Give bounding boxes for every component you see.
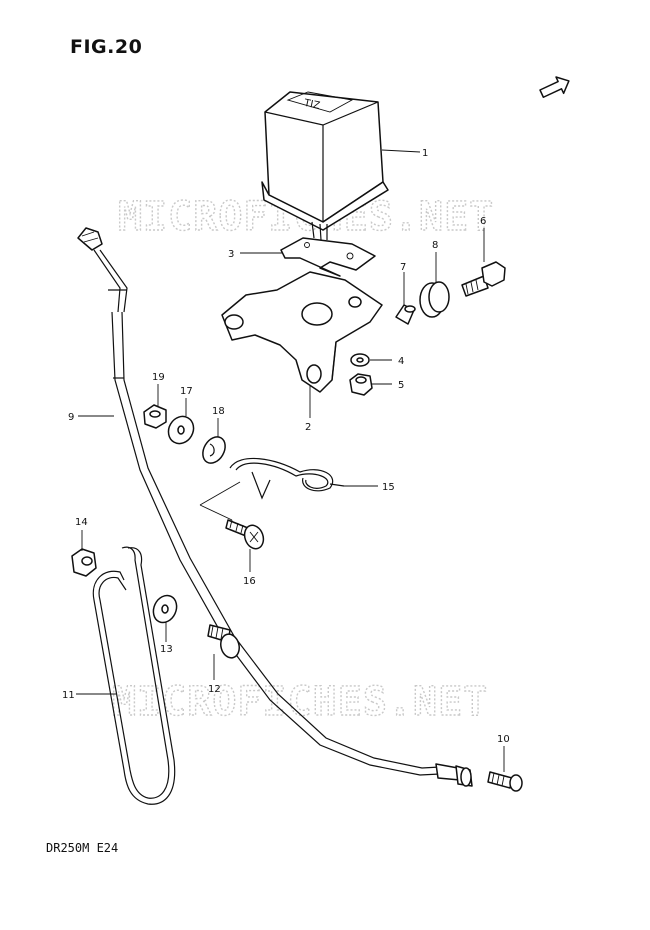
- watermark-bottom: MICROFICHES.NET: [112, 679, 488, 725]
- callout-8: 8: [432, 240, 438, 251]
- part-2-bracket: [221, 271, 383, 393]
- callout-2: 2: [305, 422, 311, 433]
- callout-17: 17: [180, 386, 193, 397]
- callout-7: 7: [400, 262, 406, 273]
- part-10-screw: [487, 771, 523, 792]
- callout-10: 10: [497, 734, 510, 745]
- part-14-nut: [71, 548, 97, 577]
- part-19-nut: [143, 404, 167, 429]
- part-7-collar: [395, 304, 416, 325]
- part-16-screw: [225, 519, 265, 550]
- callout-1: 1: [422, 148, 428, 159]
- callout-15: 15: [382, 482, 395, 493]
- callout-3: 3: [228, 249, 234, 260]
- callout-16: 16: [243, 576, 256, 587]
- callout-13: 13: [160, 644, 173, 655]
- leader-lines: [76, 149, 505, 772]
- model-code: DR250M E24: [46, 841, 119, 855]
- figure-title: FIG.20: [70, 36, 143, 58]
- callout-12: 12: [208, 684, 221, 695]
- svg-text:TIZ: TIZ: [302, 98, 321, 112]
- callout-11: 11: [62, 690, 75, 701]
- callout-9: 9: [68, 412, 74, 423]
- part-12-bolt: [207, 624, 240, 659]
- callout-19: 19: [152, 372, 165, 383]
- part-15-spring: [199, 457, 345, 521]
- part-1-switch-box: TIZ: [261, 91, 389, 241]
- part-11-guide: [92, 546, 176, 805]
- part-3-plate: [280, 237, 376, 277]
- callout-18: 18: [212, 406, 225, 417]
- callout-6: 6: [480, 216, 486, 227]
- callout-5: 5: [398, 380, 404, 391]
- part-4-washer: [350, 353, 370, 367]
- part-9-cable: [77, 227, 473, 787]
- part-18-clip: [202, 436, 226, 464]
- callout-4: 4: [398, 356, 404, 367]
- callout-14: 14: [75, 517, 88, 528]
- part-5-nut: [349, 373, 373, 396]
- part-6-bolt: [461, 261, 506, 297]
- forward-arrow-icon: FWD: [539, 76, 570, 99]
- part-8-grommet: [419, 281, 450, 318]
- part-13-washer: [152, 594, 178, 624]
- part-17-washer: [167, 415, 195, 445]
